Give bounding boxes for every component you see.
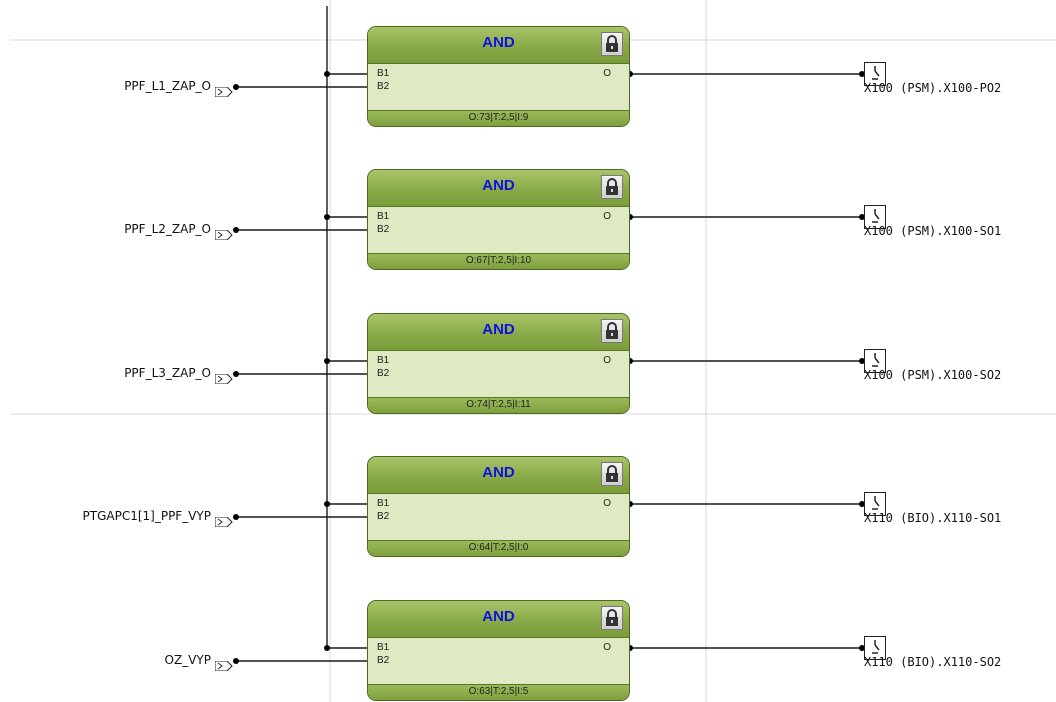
output-signal-label[interactable]: X100 (PSM).X100-PO2: [864, 81, 1002, 95]
block-title: AND: [482, 608, 515, 625]
block-header: AND: [368, 601, 629, 638]
pin-b1-label: B1: [377, 68, 390, 79]
port-dot: [233, 84, 239, 90]
output-signal-label[interactable]: X100 (PSM).X100-SO1: [864, 224, 1002, 238]
port-dot: [233, 371, 239, 377]
pin-o-label: O: [603, 68, 611, 79]
pin-o-label: O: [603, 498, 611, 509]
input-signal-label[interactable]: PPF_L2_ZAP_O: [124, 222, 211, 236]
pin-o-label: O: [603, 642, 611, 653]
input-signal-label[interactable]: PPF_L1_ZAP_O: [124, 79, 211, 93]
lock-icon[interactable]: [601, 462, 623, 486]
output-dot: [859, 358, 865, 364]
pin-o-label: O: [603, 355, 611, 366]
input-port-icon: [214, 656, 233, 672]
pin-b2-label: B2: [377, 224, 390, 235]
lock-icon[interactable]: [601, 319, 623, 343]
contact-switch-icon[interactable]: [864, 492, 886, 516]
block-footer: O:74|T:2,5|I:11: [368, 397, 629, 413]
junction-dot: [324, 358, 330, 364]
block-footer: O:67|T:2,5|I:10: [368, 253, 629, 269]
output-dot: [859, 501, 865, 507]
lock-icon[interactable]: [601, 32, 623, 56]
junction-dot: [324, 214, 330, 220]
input-signal-label[interactable]: PPF_L3_ZAP_O: [124, 366, 211, 380]
pin-b1-label: B1: [377, 642, 390, 653]
block-footer: O:64|T:2,5|I:0: [368, 540, 629, 556]
pin-b2-label: B2: [377, 368, 390, 379]
contact-switch-icon[interactable]: [864, 205, 886, 229]
output-dot: [859, 645, 865, 651]
port-dot: [233, 514, 239, 520]
block-header: AND: [368, 170, 629, 207]
input-port-icon: [214, 369, 233, 385]
lock-icon[interactable]: [601, 175, 623, 199]
input-port-icon: [214, 225, 233, 241]
block-header: AND: [368, 457, 629, 494]
junction-dot: [324, 501, 330, 507]
port-dot: [233, 658, 239, 664]
output-dot: [859, 214, 865, 220]
pin-b2-label: B2: [377, 655, 390, 666]
pin-b1-label: B1: [377, 498, 390, 509]
pin-o-label: O: [603, 211, 611, 222]
contact-switch-icon[interactable]: [864, 636, 886, 660]
pin-b2-label: B2: [377, 81, 390, 92]
output-dot: [859, 71, 865, 77]
block-header: AND: [368, 27, 629, 64]
lock-icon[interactable]: [601, 606, 623, 630]
junction-dot: [324, 645, 330, 651]
block-title: AND: [482, 321, 515, 338]
output-signal-label[interactable]: X100 (PSM).X100-SO2: [864, 368, 1002, 382]
pin-b2-label: B2: [377, 511, 390, 522]
contact-switch-icon[interactable]: [864, 62, 886, 86]
port-dot: [233, 227, 239, 233]
input-port-icon: [214, 512, 233, 528]
input-signal-label[interactable]: PTGAPC1[1]_PPF_VYP: [82, 509, 211, 523]
output-signal-label[interactable]: X110 (BIO).X110-SO1: [864, 511, 1002, 525]
block-header: AND: [368, 314, 629, 351]
pin-b1-label: B1: [377, 355, 390, 366]
input-port-icon: [214, 82, 233, 98]
block-footer: O:73|T:2,5|I:9: [368, 110, 629, 126]
junction-dot: [324, 71, 330, 77]
block-title: AND: [482, 34, 515, 51]
pin-b1-label: B1: [377, 211, 390, 222]
block-footer: O:63|T:2,5|I:5: [368, 684, 629, 700]
input-signal-label[interactable]: OZ_VYP: [164, 653, 211, 667]
block-title: AND: [482, 177, 515, 194]
block-title: AND: [482, 464, 515, 481]
contact-switch-icon[interactable]: [864, 349, 886, 373]
output-signal-label[interactable]: X110 (BIO).X110-SO2: [864, 655, 1002, 669]
